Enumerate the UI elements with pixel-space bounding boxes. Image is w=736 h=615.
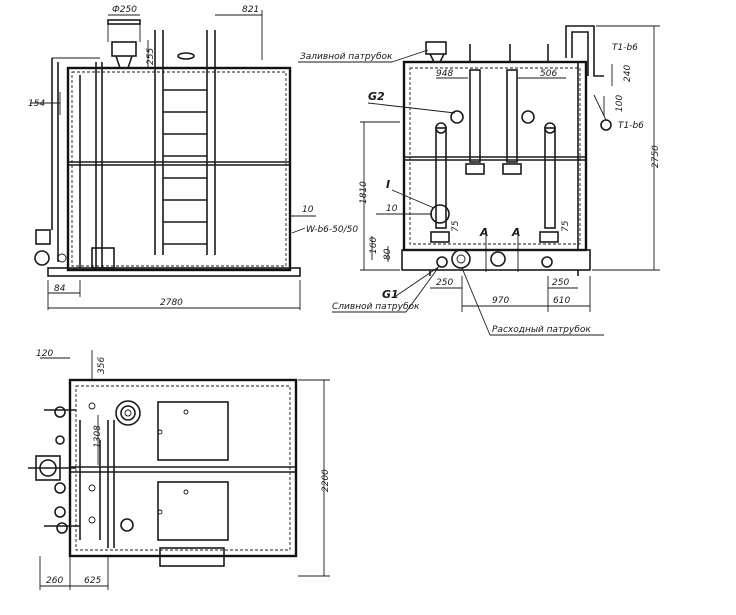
manhole-cover-2: [157, 481, 229, 541]
fill-neck: [111, 41, 137, 57]
dim-100: 100: [615, 95, 625, 112]
gauge-glass-2: [506, 69, 518, 163]
front-tank-body: [66, 66, 292, 272]
dim-2780: 2780: [160, 298, 183, 308]
plan-ladder: [159, 547, 225, 567]
side-view: Заливной патрубок G2 I A A G1 Сливной па…: [298, 25, 661, 336]
label-section-I: I: [386, 178, 390, 191]
ladder-rungs: [163, 89, 207, 245]
label-section-A2: A: [511, 226, 521, 239]
manhole-cover-1: [157, 401, 229, 461]
dim-75-a: 75: [451, 220, 461, 232]
dim-10-front: 10: [302, 205, 314, 215]
front-valve: [34, 250, 50, 266]
dim-610: 610: [553, 296, 570, 306]
plan-view: 120 356 1308 2200 260 625: [28, 349, 331, 590]
dim-2750: 2750: [651, 145, 661, 168]
dim-154: 154: [28, 99, 45, 109]
dim-80: 80: [383, 248, 393, 260]
gauge-glass-4: [544, 127, 556, 229]
plan-fill-port: [115, 400, 141, 426]
dim-75-b: 75: [561, 220, 571, 232]
dim-240: 240: [623, 65, 633, 82]
label-g2: G2: [368, 90, 385, 103]
g2-fitting: [450, 110, 464, 124]
label-section-A1: A: [479, 226, 489, 239]
label-g1: G1: [382, 288, 399, 301]
label-outlet-pipe: Расходный патрубок: [492, 325, 591, 335]
dim-356: 356: [97, 357, 107, 374]
label-drain-pipe: Сливной патрубок: [332, 302, 420, 312]
side-tank-body: [402, 60, 588, 252]
dim-120: 120: [36, 349, 53, 359]
plan-valves: [28, 406, 80, 534]
dim-255: 255: [146, 48, 156, 65]
front-view: 154 Ф250 821 255 10 W-b6-50/50 84 2780: [28, 5, 358, 310]
gauge-glass-1: [469, 69, 481, 163]
dim-160: 160: [369, 237, 379, 254]
label-w-b6: W-b6-50/50: [306, 225, 358, 235]
dim-506: 506: [540, 69, 557, 79]
dim-970: 970: [492, 296, 509, 306]
dim-2200: 2200: [321, 469, 331, 492]
front-base: [47, 267, 301, 277]
dim-1810: 1810: [359, 181, 369, 204]
dim-10-side: 10: [386, 204, 398, 214]
dim-250-right: 250: [552, 278, 569, 288]
gauge-glass-3: [435, 127, 447, 229]
dim-1308: 1308: [93, 425, 103, 448]
dim-625: 625: [84, 576, 101, 586]
label-t1-b6-top: T1-b6: [612, 43, 638, 53]
dim-84: 84: [54, 284, 66, 294]
dim-260: 260: [46, 576, 63, 586]
label-t1-b6-mid: T1-b6: [618, 121, 644, 131]
dim-948: 948: [436, 69, 453, 79]
dim-821: 821: [242, 5, 259, 15]
dim-250-left: 250: [436, 278, 453, 288]
plan-tank-body: [68, 378, 298, 558]
side-base: [401, 249, 591, 271]
outlet-flange: [451, 249, 471, 269]
dim-d250: Ф250: [112, 5, 137, 15]
label-inlet-pipe: Заливной патрубок: [300, 52, 393, 62]
